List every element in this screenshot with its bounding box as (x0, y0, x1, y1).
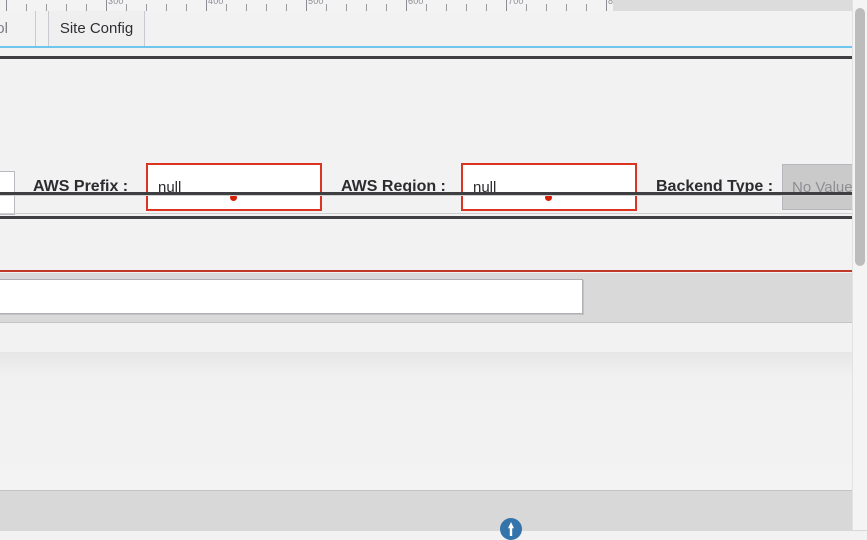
ruler-minor-tick (446, 4, 447, 11)
horizontal-ruler: 300 400 500 600 700 800 (0, 0, 867, 12)
up-arrow-glyph (508, 522, 514, 536)
backend-type-label: Backend Type : (656, 178, 774, 195)
ruler-major-tick (306, 0, 307, 11)
ruler-minor-tick (46, 4, 47, 11)
tab-deploy-tool-label: y Tool (0, 20, 8, 37)
ruler-minor-tick (286, 4, 287, 11)
ruler-major-tick (206, 0, 207, 11)
error-separator (0, 270, 853, 272)
ruler-inactive-region (613, 0, 867, 11)
tab-site-config-label: Site Config (59, 20, 134, 37)
vertical-scrollbar-thumb[interactable] (855, 8, 865, 266)
divider-middle-upper (0, 192, 853, 195)
ruler-minor-tick (326, 4, 327, 11)
ruler-minor-tick (186, 4, 187, 11)
ruler-label: 500 (308, 0, 324, 6)
aws-region-label: AWS Region : (341, 178, 446, 195)
ruler-minor-tick (366, 4, 367, 11)
ruler-minor-tick (26, 4, 27, 11)
aws-region-required-dot-icon (545, 194, 552, 201)
ruler-label: 300 (108, 0, 124, 6)
ruler-major-tick (406, 0, 407, 11)
config-form: AWS Prefix : null AWS Region : null Back… (0, 59, 867, 215)
ruler-label: 400 (208, 0, 224, 6)
ruler-label: 600 (408, 0, 424, 6)
ruler-minor-tick (246, 4, 247, 11)
lower-panel (0, 323, 853, 353)
vertical-scrollbar[interactable] (852, 0, 867, 530)
footer-bar (0, 490, 867, 531)
ruler-minor-tick (526, 4, 527, 11)
ruler-major-tick (506, 0, 507, 11)
ruler-major-tick (606, 0, 607, 11)
divider-middle-lower (0, 216, 853, 219)
ruler-minor-tick (166, 4, 167, 11)
ruler-minor-tick (426, 4, 427, 11)
ruler-minor-tick (86, 4, 87, 11)
ruler-minor-tick (566, 4, 567, 11)
ruler-minor-tick (266, 4, 267, 11)
ruler-minor-tick (346, 4, 347, 11)
ruler-major-tick (106, 0, 107, 11)
hairline-lower (0, 213, 853, 214)
aws-region-input[interactable]: null (461, 163, 637, 211)
page-body (0, 352, 867, 490)
tab-strip: y Tool Site Config (0, 11, 867, 48)
tab-site-config[interactable]: Site Config (48, 11, 145, 46)
empty-band (0, 219, 853, 271)
hairline-upper (0, 195, 853, 196)
ruler-label: 700 (508, 0, 524, 6)
ruler-track: 300 400 500 600 700 800 (0, 0, 613, 11)
tab-deploy-tool[interactable]: y Tool (0, 11, 36, 46)
aws-region-value: null (473, 178, 497, 196)
ruler-label: 800 (608, 0, 613, 6)
ruler-minor-tick (66, 4, 67, 11)
divider-top (0, 56, 853, 59)
wide-text-input[interactable] (0, 279, 583, 314)
aws-prefix-label: AWS Prefix : (33, 178, 129, 195)
ruler-minor-tick (486, 4, 487, 11)
ruler-minor-tick (546, 4, 547, 11)
ruler-minor-tick (146, 4, 147, 11)
ruler-minor-tick (586, 4, 587, 11)
ruler-minor-tick (226, 4, 227, 11)
ruler-major-tick (6, 0, 7, 11)
backend-type-value: No Value (792, 178, 853, 196)
ruler-minor-tick (466, 4, 467, 11)
ruler-minor-tick (386, 4, 387, 11)
aws-prefix-required-dot-icon (230, 194, 237, 201)
aws-prefix-value: null (158, 178, 182, 196)
up-arrow-icon[interactable] (500, 518, 522, 540)
ruler-minor-tick (126, 4, 127, 11)
aws-prefix-input[interactable]: null (146, 163, 322, 211)
